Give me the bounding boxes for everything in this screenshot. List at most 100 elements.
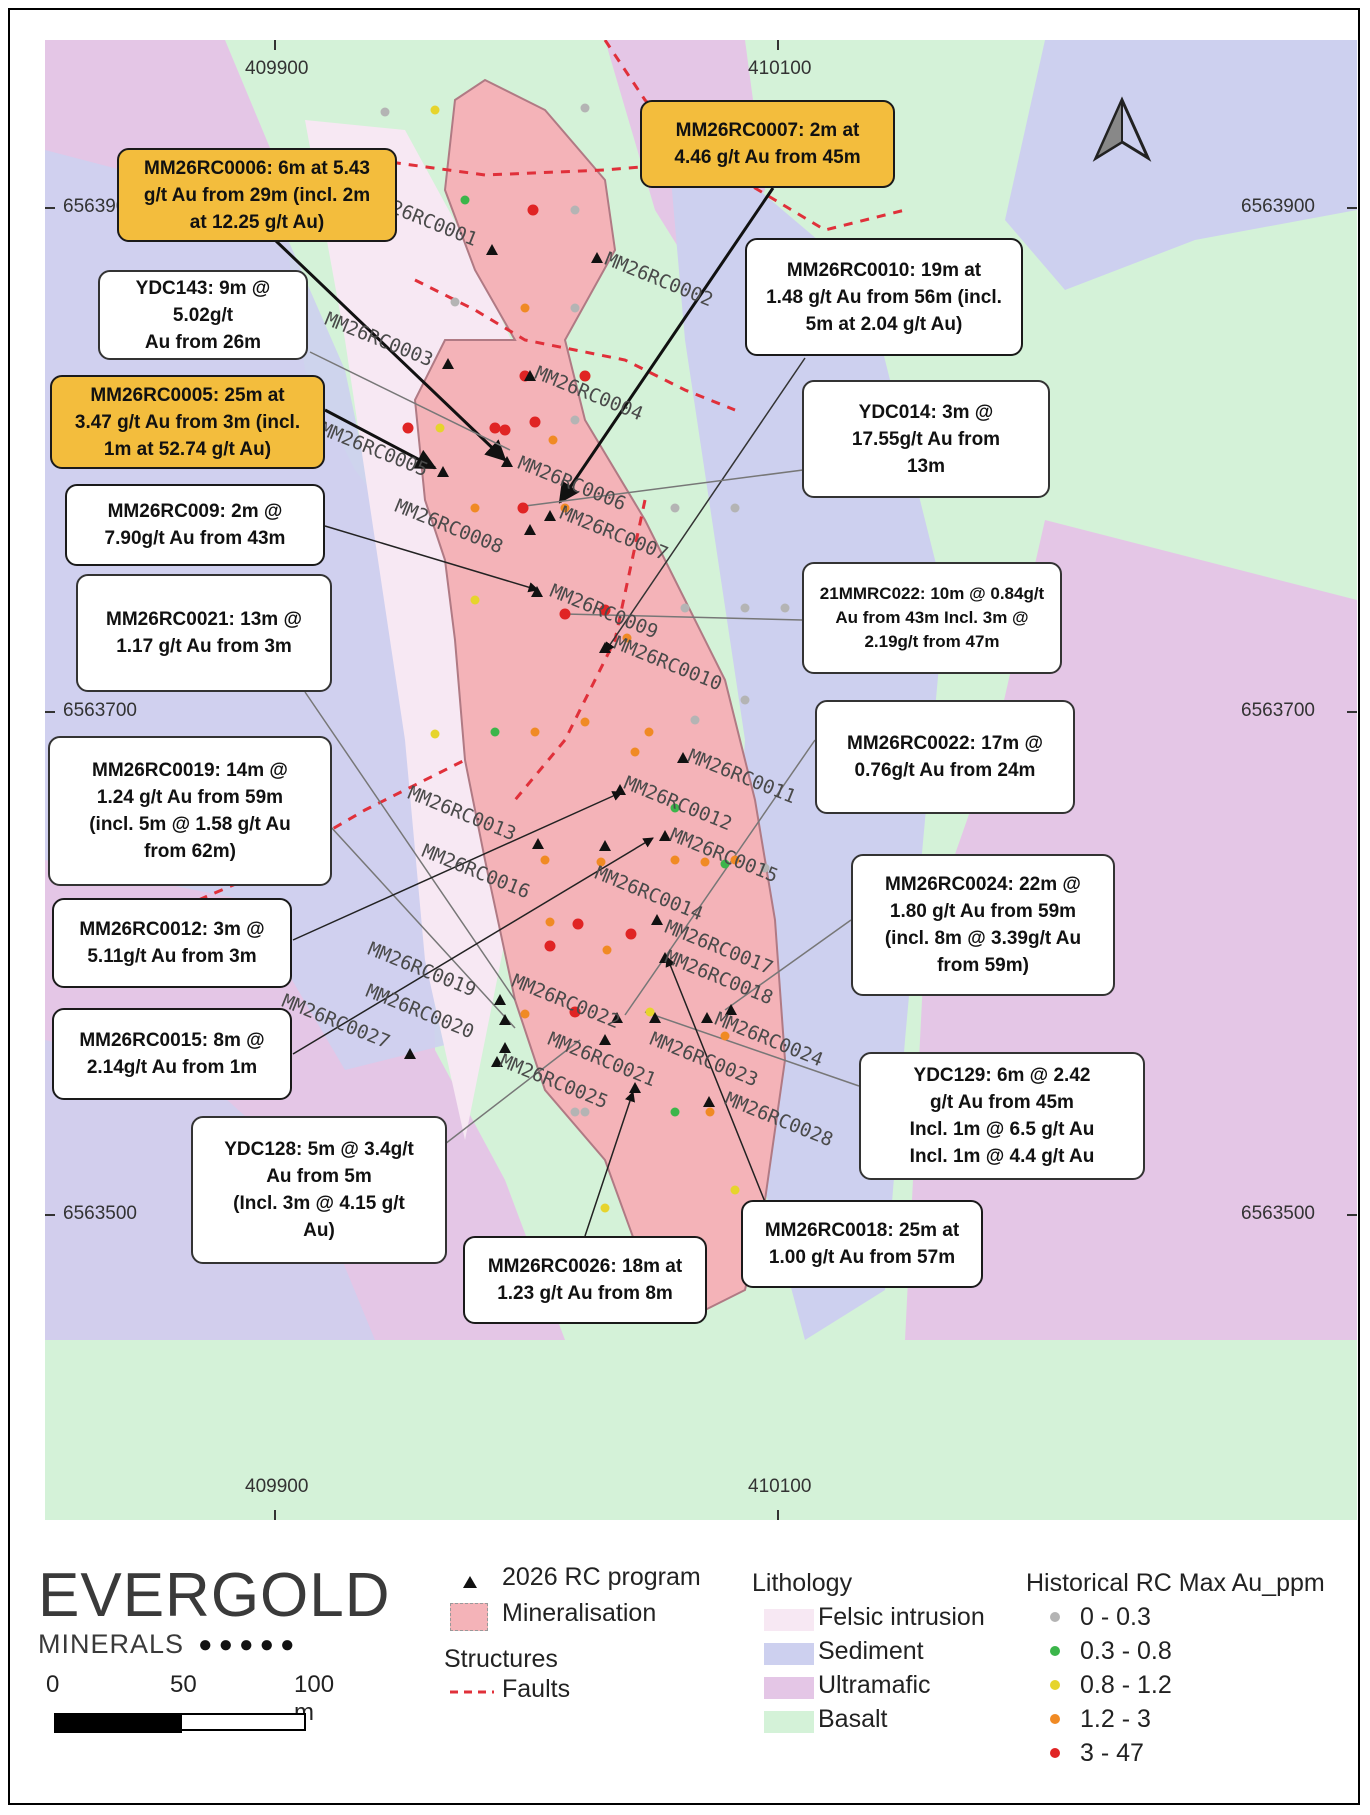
historical-collar: [780, 603, 790, 613]
swatch-basalt: [764, 1711, 814, 1733]
historical-collar: [602, 945, 612, 955]
callout-mm26rc0015: MM26RC0015: 8m @ 2.14g/t Au from 1m: [52, 1008, 292, 1100]
historical-collar: [690, 715, 700, 725]
historical-collar: [520, 303, 530, 313]
historical-collar: [730, 855, 740, 865]
historical-legend-label: 1.2 - 3: [1080, 1705, 1151, 1733]
historical-legend-label: 0 - 0.3: [1080, 1603, 1151, 1631]
historical-collar: [720, 1031, 730, 1041]
callout-leader-line: [584, 1091, 635, 1237]
logo-wordmark: EVERGOLD: [38, 1561, 391, 1630]
historical-legend-label: 0.8 - 1.2: [1080, 1671, 1172, 1699]
rc-hole-marker: [611, 1012, 623, 1023]
geology-map: 409900 410100 409900 410100 656390 65639…: [45, 40, 1357, 1520]
historical-collar: [490, 727, 500, 737]
callout-leader-line: [292, 791, 623, 941]
historical-collar: [580, 1107, 590, 1117]
fault-line: [603, 40, 707, 162]
callout-mm26rc0021: MM26RC0021: 13m @ 1.17 g/t Au from 3m: [76, 574, 332, 692]
callout-mm26rc0022: MM26RC0022: 17m @ 0.76g/t Au from 24m: [815, 700, 1075, 814]
historical-collar: [600, 1203, 610, 1213]
historical-collar: [548, 435, 558, 445]
rc-hole-marker: [532, 838, 544, 849]
historical-collar: [700, 857, 710, 867]
legend-lithology-item: Ultramafic: [818, 1671, 931, 1699]
rc-hole-marker: [599, 840, 611, 851]
rc-hole-marker: [499, 1014, 511, 1025]
rc-hole-marker: [437, 466, 449, 477]
historical-legend-label: 3 - 47: [1080, 1739, 1144, 1767]
mineralisation-swatch: [450, 1603, 488, 1631]
callout-mm26rc0019: MM26RC0019: 14m @ 1.24 g/t Au from 59m (…: [48, 736, 332, 886]
historical-collar: [599, 604, 611, 616]
scale-label: 0: [46, 1671, 60, 1698]
scale-label: 50: [170, 1671, 197, 1698]
swatch-felsic: [764, 1609, 814, 1631]
callout-mm26rc0024: MM26RC0024: 22m @ 1.80 g/t Au from 59m (…: [851, 854, 1115, 996]
callout-mm26rc0006: MM26RC0006: 6m at 5.43 g/t Au from 29m (…: [117, 148, 397, 242]
northing-label: 6563700: [63, 700, 137, 721]
callout-leader-line: [724, 919, 852, 1011]
historical-collar: [570, 205, 580, 215]
historical-collar: [569, 1006, 581, 1018]
callout-ydc014: YDC014: 3m @ 17.55g/t Au from 13m: [802, 380, 1050, 498]
callout-leader-line: [324, 525, 540, 593]
legend-historical-title: Historical RC Max Au_ppm: [1026, 1569, 1325, 1597]
north-arrow-icon: [1092, 96, 1152, 162]
map-figure-frame: 409900 410100 409900 410100 656390 65639…: [8, 8, 1360, 1805]
rc-hole-marker: [651, 914, 663, 925]
map-canvas: [45, 40, 1357, 1520]
rc-hole-marker: [701, 1012, 713, 1023]
evergold-logo: EVERGOLD MINERALS ●●●●●: [38, 1565, 391, 1660]
rc-hole-marker: [442, 358, 454, 369]
historical-collar: [670, 803, 680, 813]
legend-lithology-item: Felsic intrusion: [818, 1603, 985, 1631]
rc-hole-marker: [591, 252, 603, 263]
historical-collar: [622, 633, 632, 643]
rc-hole-marker: [531, 586, 543, 597]
historical-legend-dot: [1050, 1748, 1060, 1758]
fault-line-icon: [450, 1690, 494, 1694]
callout-leader-line: [324, 408, 437, 470]
rc-program-holes: [404, 244, 737, 1107]
historical-collar: [760, 863, 770, 873]
callout-leader-line: [524, 469, 804, 507]
grid-ticks: [45, 40, 1357, 1520]
easting-label: 410100: [748, 1476, 812, 1497]
historical-collar: [430, 729, 440, 739]
callout-ydc129: YDC129: 6m @ 2.42 g/t Au from 45m Incl. …: [859, 1052, 1145, 1180]
callout-leader-line: [329, 825, 516, 1029]
callout-mm26rc0005: MM26RC0005: 25m at 3.47 g/t Au from 3m (…: [50, 375, 325, 469]
rc-hole-marker: [659, 830, 671, 841]
historical-collar: [380, 107, 390, 117]
historical-collar: [630, 747, 640, 757]
easting-label: 409900: [245, 58, 309, 79]
callout-leaders: [273, 187, 860, 1237]
historical-collar: [499, 424, 511, 436]
scale-label: 100 m: [294, 1671, 335, 1726]
historical-collar: [402, 422, 414, 434]
easting-label: 410100: [748, 58, 812, 79]
logo-dots: ●●●●●: [198, 1630, 301, 1658]
historical-collar: [645, 1007, 655, 1017]
historical-collar: [644, 727, 654, 737]
legend-lithology-item: Basalt: [818, 1705, 888, 1733]
swatch-sediment: [764, 1643, 814, 1665]
rc-hole-marker: [524, 370, 536, 381]
rc-hole-marker: [659, 952, 671, 963]
historical-collar: [460, 195, 470, 205]
northing-label: 6563900: [1241, 196, 1315, 217]
historical-collars: [380, 103, 790, 1213]
historical-collar: [530, 727, 540, 737]
historical-collar: [720, 859, 730, 869]
callout-leader-line: [558, 187, 775, 504]
historical-collar: [740, 695, 750, 705]
historical-collar: [670, 1107, 680, 1117]
historical-collar: [570, 415, 580, 425]
historical-collar: [544, 940, 556, 952]
historical-legend-label: 0.3 - 0.8: [1080, 1637, 1172, 1665]
logo-subtitle: MINERALS: [38, 1629, 185, 1659]
rc-hole-marker: [599, 642, 611, 653]
historical-collar: [730, 1185, 740, 1195]
rc-hole-marker: [599, 1034, 611, 1045]
